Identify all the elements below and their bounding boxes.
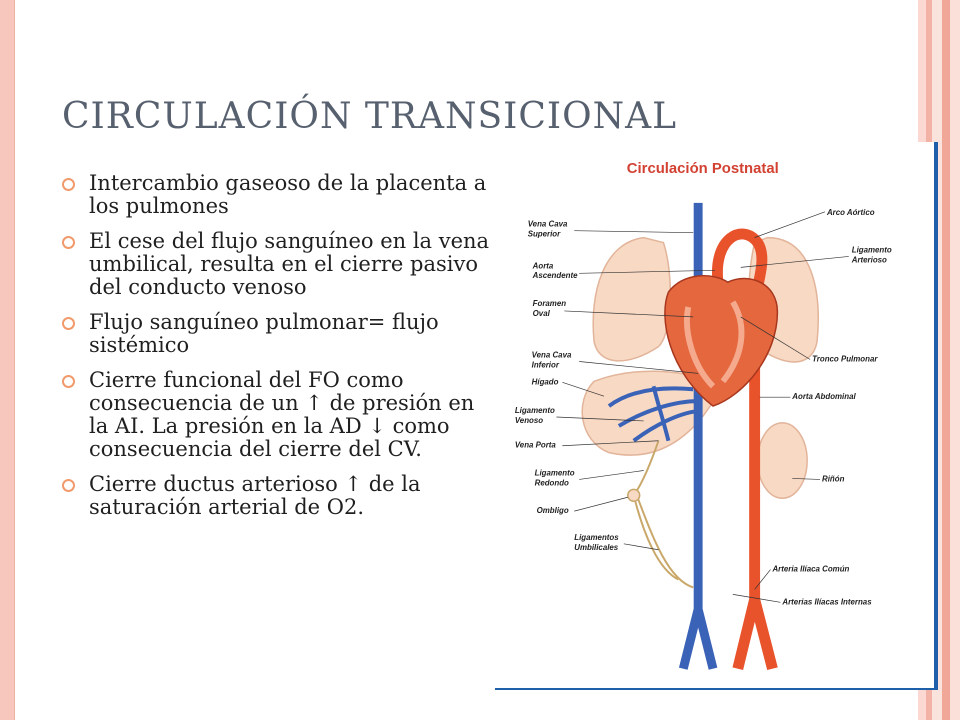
- label-vena-cava-superior-2: Superior: [528, 230, 561, 239]
- bullet-item: Cierre funcional del FO como consecuenci…: [62, 369, 492, 461]
- liver-veins: [607, 385, 699, 443]
- umbilical-ligaments: [632, 440, 694, 589]
- label-ligamento-arterioso-2: Arterioso: [851, 255, 887, 264]
- postnatal-circulation-figure: Circulación Postnatal Vena Cava Superior…: [495, 142, 938, 690]
- heart-inner: [684, 300, 745, 389]
- bullet-text: El cese del flujo sanguíneo en la vena u…: [89, 229, 490, 299]
- left-lung: [592, 236, 672, 362]
- label-vena-cava-superior: Vena Cava: [528, 220, 568, 229]
- bullet-item: El cese del flujo sanguíneo en la vena u…: [62, 230, 492, 299]
- label-ligamento-redondo-2: Redondo: [535, 478, 569, 487]
- umbilicus: [627, 488, 641, 502]
- bullet-text: Intercambio gaseoso de la placenta a los…: [89, 171, 487, 218]
- label-vena-porta: Vena Porta: [515, 441, 557, 450]
- label-arteria-iliaca-comun: Arteria Ilíaca Común: [771, 565, 849, 574]
- slide-left-border: [0, 0, 15, 720]
- label-rinon: Riñón: [822, 474, 845, 483]
- heart: [664, 274, 779, 407]
- bullet-item: Intercambio gaseoso de la placenta a los…: [62, 172, 492, 218]
- bullet-circle-icon: [62, 479, 75, 492]
- label-vena-cava-inferior: Vena Cava: [532, 351, 572, 360]
- label-aorta-abdominal: Aorta Abdominal: [791, 392, 856, 401]
- label-ligamentos-umbilicales: Ligamentos: [574, 533, 619, 542]
- circulation-diagram: Circulación Postnatal Vena Cava Superior…: [515, 161, 892, 671]
- left-labels: Vena Cava Superior Aorta Ascendente Fora…: [515, 220, 716, 552]
- bullet-text: Cierre funcional del FO como consecuenci…: [89, 368, 475, 461]
- label-higado: Hígado: [532, 377, 559, 386]
- label-aorta-ascendente: Aorta: [532, 261, 554, 270]
- label-tronco-pulmonar: Tronco Pulmonar: [812, 354, 878, 363]
- kidney: [756, 422, 808, 499]
- label-vena-cava-inferior-2: Inferior: [532, 360, 560, 369]
- label-ombligo: Ombligo: [537, 506, 569, 515]
- right-labels: Arco Aórtico Ligamento Arterioso Tronco …: [732, 208, 892, 606]
- label-foramen-oval-2: Oval: [533, 309, 551, 318]
- label-aorta-ascendente-2: Ascendente: [532, 271, 578, 280]
- figure-title: Circulación Postnatal: [627, 161, 779, 177]
- label-foramen-oval: Foramen: [533, 299, 567, 308]
- label-ligamento-arterioso: Ligamento: [852, 245, 892, 254]
- bullet-circle-icon: [62, 178, 75, 191]
- bullet-circle-icon: [62, 236, 75, 249]
- label-ligamento-redondo: Ligamento: [535, 468, 575, 477]
- bullet-item: Flujo sanguíneo pulmonar= flujo sistémic…: [62, 311, 492, 357]
- bullet-text: Cierre ductus arterioso ↑ de la saturaci…: [89, 472, 421, 519]
- label-arco-aortico: Arco Aórtico: [826, 208, 875, 217]
- bullet-item: Cierre ductus arterioso ↑ de la saturaci…: [62, 473, 492, 519]
- bullet-list: Intercambio gaseoso de la placenta a los…: [62, 172, 492, 531]
- label-arterias-iliacas-internas: Arterias Ilíacas Internas: [781, 597, 872, 606]
- bullet-circle-icon: [62, 375, 75, 388]
- bullet-text: Flujo sanguíneo pulmonar= flujo sistémic…: [89, 310, 439, 357]
- label-ligamentos-umbilicales-2: Umbilicales: [574, 543, 619, 552]
- label-ligamento-venoso-2: Venoso: [515, 416, 543, 425]
- bullet-circle-icon: [62, 317, 75, 330]
- liver: [581, 370, 719, 456]
- vena-cava-vessel: [678, 202, 718, 670]
- slide-title: CIRCULACIÓN TRANSICIONAL: [62, 96, 678, 137]
- label-ligamento-venoso: Ligamento: [515, 406, 555, 415]
